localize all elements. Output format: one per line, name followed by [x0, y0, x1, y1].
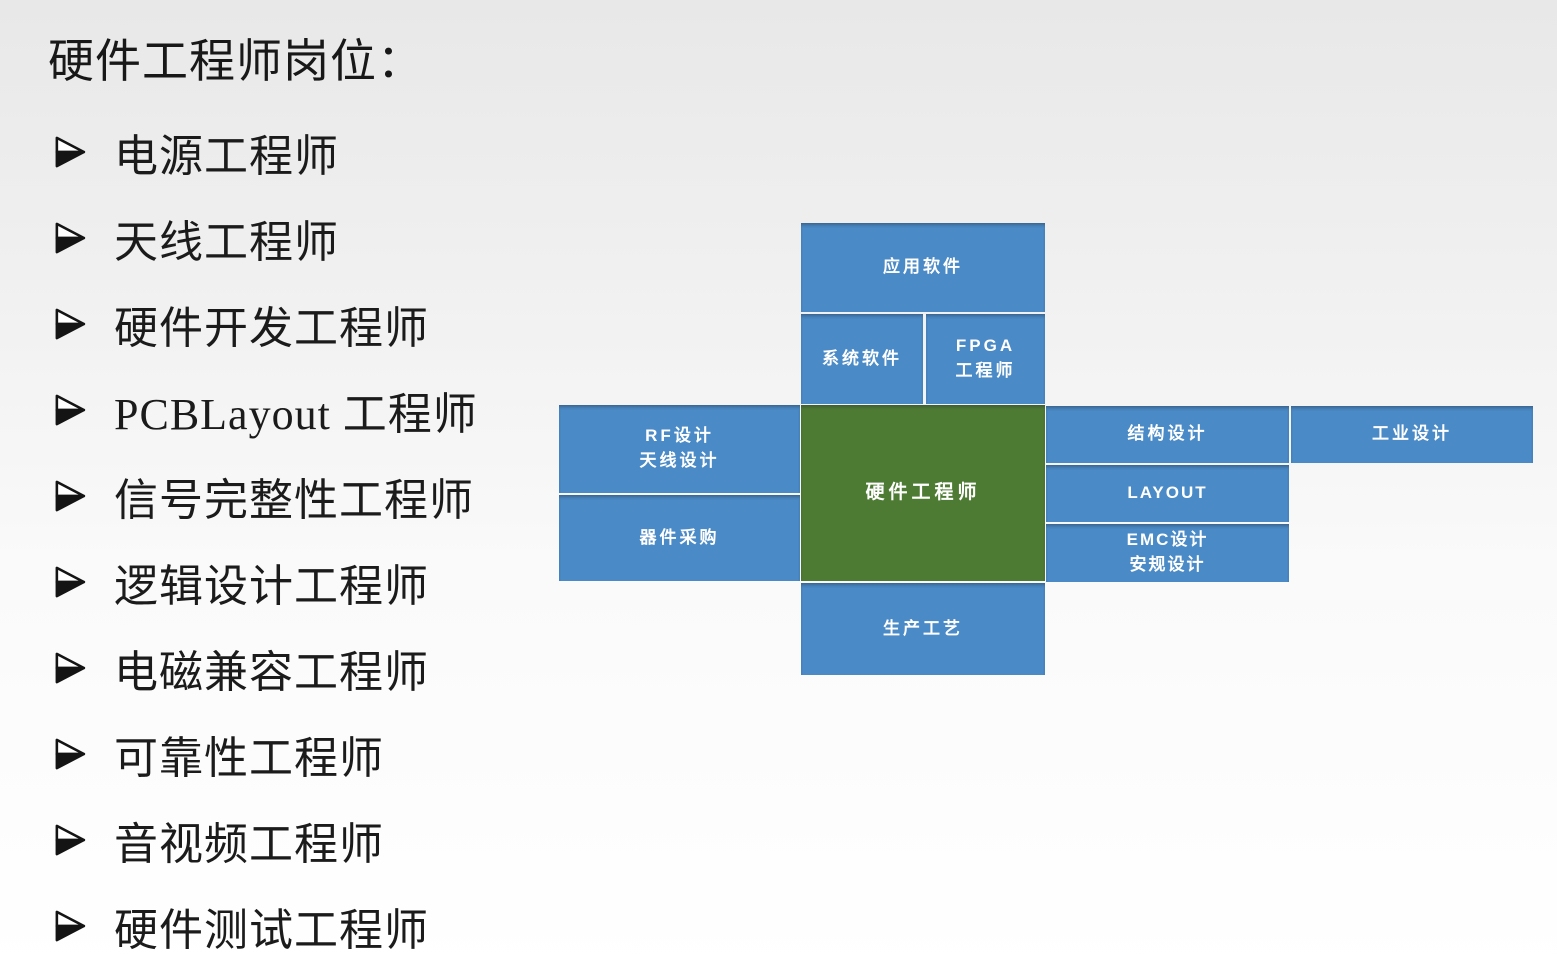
block-structural-design: 结构设计	[1046, 406, 1289, 463]
block-emc-safety-design: EMC设计 安规设计	[1046, 524, 1289, 582]
block-label-line2: 天线设计	[639, 451, 720, 470]
block-label: 生产工艺	[883, 618, 963, 638]
block-label: 系统软件	[822, 348, 902, 368]
job-bullet-list: 电源工程师 天线工程师 硬件开发工程师 PCBLayout 工程师 信号完整性工…	[48, 109, 608, 969]
arrow-bullet-icon	[55, 910, 86, 942]
job-list-panel: 硬件工程师岗位： 电源工程师 天线工程师 硬件开发工程师 PCBLayout 工…	[48, 34, 608, 969]
list-item: 可靠性工程师	[48, 711, 608, 797]
list-item-label: 信号完整性工程师	[114, 476, 474, 526]
list-item: 电磁兼容工程师	[48, 625, 608, 711]
list-item: 硬件测试工程师	[48, 883, 608, 969]
block-hardware-engineer-center: 硬件工程师	[801, 405, 1045, 581]
block-label-line2: 安规设计	[1129, 555, 1206, 574]
list-item-label: 天线工程师	[114, 218, 339, 268]
list-item: 逻辑设计工程师	[48, 539, 608, 625]
list-item: 天线工程师	[48, 195, 608, 281]
arrow-bullet-icon	[55, 136, 86, 168]
block-component-procurement: 器件采购	[559, 495, 800, 581]
block-label: 结构设计	[1127, 424, 1208, 444]
block-layout: LAYOUT	[1046, 465, 1289, 522]
list-item: 信号完整性工程师	[48, 453, 608, 539]
block-label-line2: 工程师	[955, 361, 1016, 380]
arrow-bullet-icon	[55, 222, 86, 254]
arrow-bullet-icon	[55, 824, 86, 856]
block-rf-antenna-design: RF设计 天线设计	[559, 405, 800, 493]
block-application-software: 应用软件	[801, 223, 1045, 312]
block-label: LAYOUT	[1127, 483, 1208, 503]
list-item: PCBLayout 工程师	[48, 367, 608, 453]
hardware-engineer-role-diagram: 应用软件 系统软件 FPGA 工程师 RF设计 天线设计 器件采购 硬件工程师 …	[559, 223, 1533, 675]
list-item-label: 音视频工程师	[114, 820, 384, 870]
list-item-label: 逻辑设计工程师	[114, 562, 429, 612]
list-item: 电源工程师	[48, 109, 608, 195]
page-title: 硬件工程师岗位：	[48, 36, 424, 87]
block-production-process: 生产工艺	[801, 583, 1045, 675]
arrow-bullet-icon	[55, 738, 86, 770]
list-item-label: 硬件开发工程师	[114, 304, 429, 354]
list-item-label: 电磁兼容工程师	[114, 648, 429, 698]
list-item-label: 电源工程师	[114, 132, 339, 182]
list-item: 音视频工程师	[48, 797, 608, 883]
list-item-label: 硬件测试工程师	[114, 906, 429, 956]
block-industrial-design: 工业设计	[1291, 406, 1533, 463]
block-label: 器件采购	[639, 527, 720, 547]
block-label: 工业设计	[1372, 424, 1452, 444]
block-label-line1: RF设计	[645, 426, 714, 446]
list-item-label: PCBLayout 工程师	[114, 390, 478, 440]
block-label: 应用软件	[883, 257, 963, 277]
block-label-line1: EMC设计	[1126, 530, 1209, 550]
arrow-bullet-icon	[55, 652, 86, 684]
arrow-bullet-icon	[55, 566, 86, 598]
block-label-line1: FPGA	[955, 336, 1016, 356]
arrow-bullet-icon	[55, 394, 86, 426]
arrow-bullet-icon	[55, 480, 86, 512]
list-item-label: 可靠性工程师	[114, 734, 384, 784]
block-system-software: 系统软件	[801, 314, 923, 404]
block-fpga-engineer: FPGA 工程师	[926, 314, 1045, 404]
block-label: 硬件工程师	[865, 482, 981, 504]
arrow-bullet-icon	[55, 308, 86, 340]
list-item: 硬件开发工程师	[48, 281, 608, 367]
